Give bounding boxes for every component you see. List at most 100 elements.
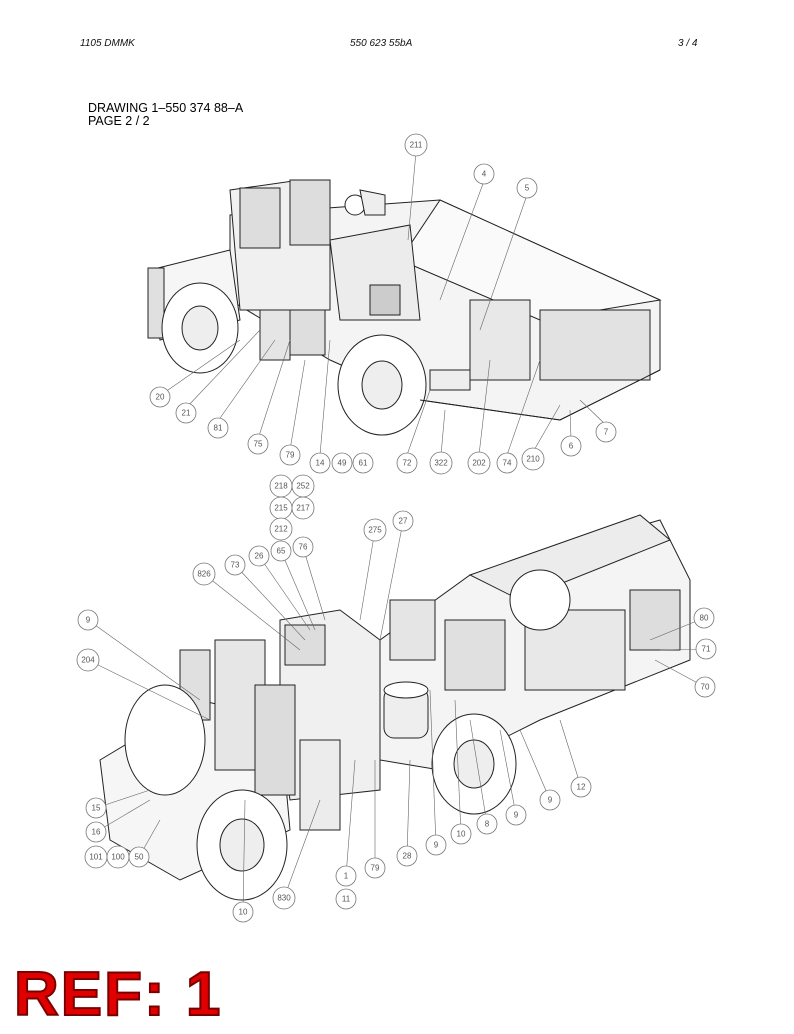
bottom-callout-1: 1 (335, 865, 357, 887)
top-callout-74: 74 (496, 452, 518, 474)
svg-text:11: 11 (342, 895, 351, 904)
bottom-callout-10: 10 (232, 901, 254, 923)
svg-text:49: 49 (338, 459, 347, 468)
bottom-callout-65: 65 (270, 540, 292, 562)
header-page-number: 3 / 4 (678, 38, 698, 49)
svg-text:74: 74 (503, 459, 512, 468)
bottom-callout-826: 826 (192, 562, 216, 586)
top-callout-202: 202 (467, 451, 491, 475)
svg-text:27: 27 (399, 517, 408, 526)
top-vehicle-drawing (147, 179, 662, 436)
bottom-callout-11: 11 (335, 888, 357, 910)
bottom-vehicle-drawing (99, 514, 691, 901)
bottom-callout-26: 26 (248, 545, 270, 567)
top-callout-211: 211 (404, 133, 428, 157)
bottom-callout-204: 204 (76, 648, 100, 672)
svg-text:6: 6 (569, 442, 574, 451)
bottom-callout-252: 252 (291, 474, 315, 498)
bottom-callout-71: 71 (695, 638, 717, 660)
svg-text:71: 71 (702, 645, 711, 654)
svg-text:76: 76 (299, 543, 308, 552)
svg-text:1: 1 (344, 872, 349, 881)
svg-text:75: 75 (254, 440, 263, 449)
bottom-leader-lines (87, 521, 707, 913)
bottom-callout-73: 73 (224, 554, 246, 576)
svg-text:9: 9 (514, 811, 519, 820)
svg-text:50: 50 (135, 853, 144, 862)
bottom-callout-80: 80 (693, 607, 715, 629)
bottom-callout-50: 50 (128, 846, 150, 868)
svg-text:65: 65 (277, 547, 286, 556)
svg-text:79: 79 (371, 864, 380, 873)
svg-text:826: 826 (197, 570, 211, 579)
bottom-callout-15: 15 (85, 797, 107, 819)
svg-text:9: 9 (86, 616, 91, 625)
top-callout-14: 14 (309, 452, 331, 474)
bottom-callout-70: 70 (694, 676, 716, 698)
top-leader-lines (167, 151, 607, 456)
bottom-callout-27: 27 (392, 510, 414, 532)
svg-text:9: 9 (548, 796, 553, 805)
svg-text:252: 252 (296, 482, 310, 491)
bottom-callout-9: 9 (539, 789, 561, 811)
bottom-callout-8: 8 (476, 813, 498, 835)
svg-text:73: 73 (231, 561, 240, 570)
svg-text:9: 9 (434, 841, 439, 850)
svg-text:4: 4 (482, 170, 487, 179)
svg-text:14: 14 (316, 459, 325, 468)
svg-text:100: 100 (111, 853, 125, 862)
top-callout-21: 21 (175, 402, 197, 424)
top-callout-4: 4 (473, 163, 495, 185)
bottom-callout-28: 28 (396, 845, 418, 867)
top-callout-6: 6 (560, 435, 582, 457)
bottom-callout-10: 10 (450, 823, 472, 845)
top-callout-5: 5 (516, 177, 538, 199)
svg-text:215: 215 (274, 504, 288, 513)
drawing-reference: DRAWING 1–550 374 88–A PAGE 2 / 2 (88, 102, 243, 128)
bottom-callout-218: 218 (269, 474, 293, 498)
svg-text:21: 21 (182, 409, 191, 418)
svg-text:16: 16 (92, 828, 101, 837)
top-callout-210: 210 (521, 447, 545, 471)
bottom-callout-9: 9 (505, 804, 527, 826)
svg-text:322: 322 (434, 459, 448, 468)
bottom-callout-212: 212 (269, 517, 293, 541)
bottom-callout-9: 9 (425, 834, 447, 856)
svg-text:217: 217 (296, 504, 310, 513)
bottom-callout-12: 12 (570, 776, 592, 798)
svg-text:72: 72 (403, 459, 412, 468)
svg-text:81: 81 (214, 424, 223, 433)
svg-text:10: 10 (239, 908, 248, 917)
svg-text:210: 210 (526, 455, 540, 464)
bottom-callout-100: 100 (106, 845, 130, 869)
svg-text:211: 211 (410, 141, 423, 150)
svg-text:70: 70 (701, 683, 710, 692)
svg-text:7: 7 (604, 428, 609, 437)
bottom-callout-79: 79 (364, 857, 386, 879)
svg-text:8: 8 (485, 820, 490, 829)
top-callout-72: 72 (396, 452, 418, 474)
bottom-callout-217: 217 (291, 496, 315, 520)
top-callout-75: 75 (247, 433, 269, 455)
svg-text:28: 28 (403, 852, 412, 861)
top-callout-49: 49 (331, 452, 353, 474)
svg-text:275: 275 (368, 526, 382, 535)
svg-text:20: 20 (156, 393, 165, 402)
svg-text:79: 79 (286, 451, 295, 460)
top-callout-61: 61 (352, 452, 374, 474)
svg-text:204: 204 (81, 656, 95, 665)
svg-text:61: 61 (359, 459, 368, 468)
svg-text:80: 80 (700, 614, 709, 623)
top-callout-322: 322 (429, 451, 453, 475)
svg-text:212: 212 (274, 525, 288, 534)
top-callout-81: 81 (207, 417, 229, 439)
svg-text:5: 5 (525, 184, 530, 193)
header-part-number: 550 623 55bA (350, 38, 413, 49)
bottom-callout-9: 9 (77, 609, 99, 631)
drawing-page: PAGE 2 / 2 (88, 114, 150, 128)
svg-text:12: 12 (577, 783, 586, 792)
svg-text:218: 218 (274, 482, 288, 491)
svg-text:15: 15 (92, 804, 101, 813)
